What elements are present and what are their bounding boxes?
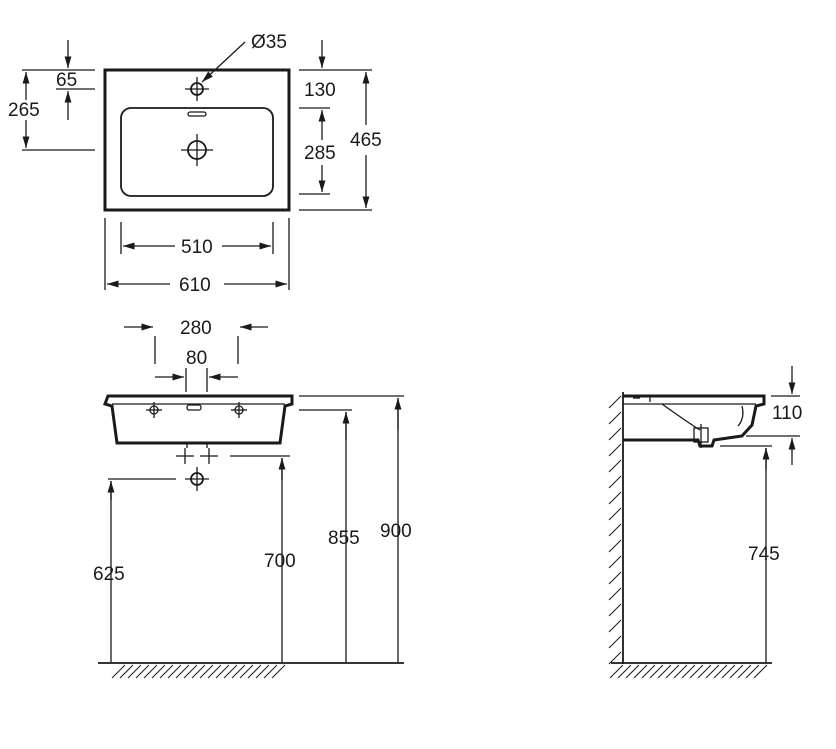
dim-hole-diameter: Ø35 (251, 32, 287, 53)
dim-130: 130 (304, 80, 336, 101)
floor-hatching-side (609, 664, 768, 679)
floor-hatching-front (111, 664, 286, 679)
water-connection-left (176, 448, 194, 464)
basin-outline-front (103, 394, 294, 445)
tap-hole-symbol (185, 77, 209, 101)
dim-625: 625 (93, 564, 125, 585)
drain-connection-symbol (185, 467, 209, 491)
dim-285: 285 (304, 143, 336, 164)
dim-855: 855 (328, 528, 360, 549)
basin-outline-side (623, 394, 766, 448)
dim-610: 610 (179, 275, 211, 296)
basin-outline-top (103, 68, 291, 212)
side-view: 110 745 (608, 366, 802, 679)
dim-265: 265 (8, 100, 40, 121)
water-connection-right (200, 448, 218, 464)
tap-marker-left (146, 402, 162, 418)
top-view: Ø35 65 265 130 285 465 510 610 (8, 32, 382, 296)
dim-465: 465 (350, 130, 382, 151)
drain-symbol-side (693, 424, 709, 448)
overflow-slot-front (186, 404, 202, 411)
dim-700: 700 (264, 551, 296, 572)
front-view: 280 80 625 700 855 900 (93, 318, 412, 679)
dim-110: 110 (772, 403, 802, 424)
dim-280: 280 (180, 318, 212, 339)
dim-745: 745 (748, 544, 780, 565)
drain-symbol-top (181, 134, 213, 166)
tap-marker-right (231, 402, 247, 418)
bowl-outline-top (120, 107, 274, 197)
wall-hatching (608, 395, 622, 665)
dim-80: 80 (186, 348, 207, 369)
dim-510: 510 (181, 237, 213, 258)
dim-900: 900 (380, 521, 412, 542)
overflow-slot-top (187, 111, 207, 117)
dim-65: 65 (56, 70, 77, 91)
